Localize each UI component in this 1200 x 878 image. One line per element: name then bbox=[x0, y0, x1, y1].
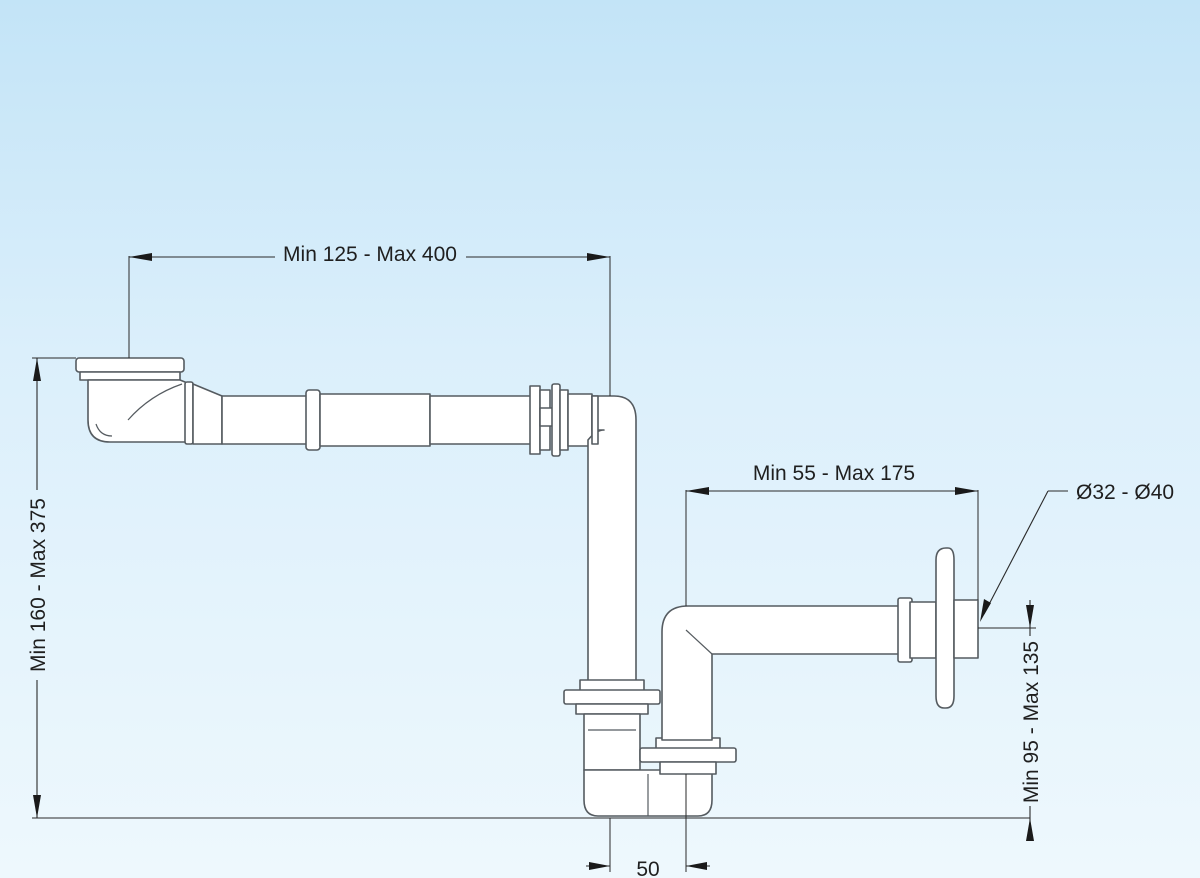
dimension-label-diameter: Ø32 - Ø40 bbox=[1076, 481, 1174, 504]
right-trap-nut bbox=[639, 737, 737, 775]
dimension-label-top: Min 125 - Max 400 bbox=[283, 243, 457, 266]
outlet-pipe bbox=[661, 597, 937, 741]
dimension-top-horizontal: Min 125 - Max 400 bbox=[128, 243, 611, 396]
trap-bottom bbox=[583, 769, 713, 817]
dimension-bottom-spacing: 50 bbox=[586, 774, 710, 878]
horizontal-drain-arm bbox=[184, 381, 593, 457]
vertical-drop-pipe bbox=[587, 395, 637, 685]
dimension-right-vertical: Min 95 - Max 135 bbox=[978, 600, 1043, 841]
wall-flange bbox=[935, 547, 979, 709]
dimension-right-horizontal: Min 55 - Max 175 bbox=[685, 462, 979, 606]
dimension-label-bottom: 50 bbox=[636, 858, 659, 878]
dimension-diameter: Ø32 - Ø40 bbox=[980, 481, 1174, 622]
dimension-label-left-vertical: Min 160 - Max 375 bbox=[27, 498, 50, 672]
sink-drain-outlet bbox=[75, 357, 191, 443]
siphon-assembly bbox=[75, 357, 979, 817]
dimension-label-right: Min 55 - Max 175 bbox=[753, 462, 915, 485]
left-trap-nut bbox=[563, 679, 661, 771]
dimension-left-vertical: Min 160 - Max 375 bbox=[27, 357, 1030, 819]
dimension-label-right-vertical: Min 95 - Max 135 bbox=[1020, 641, 1043, 803]
